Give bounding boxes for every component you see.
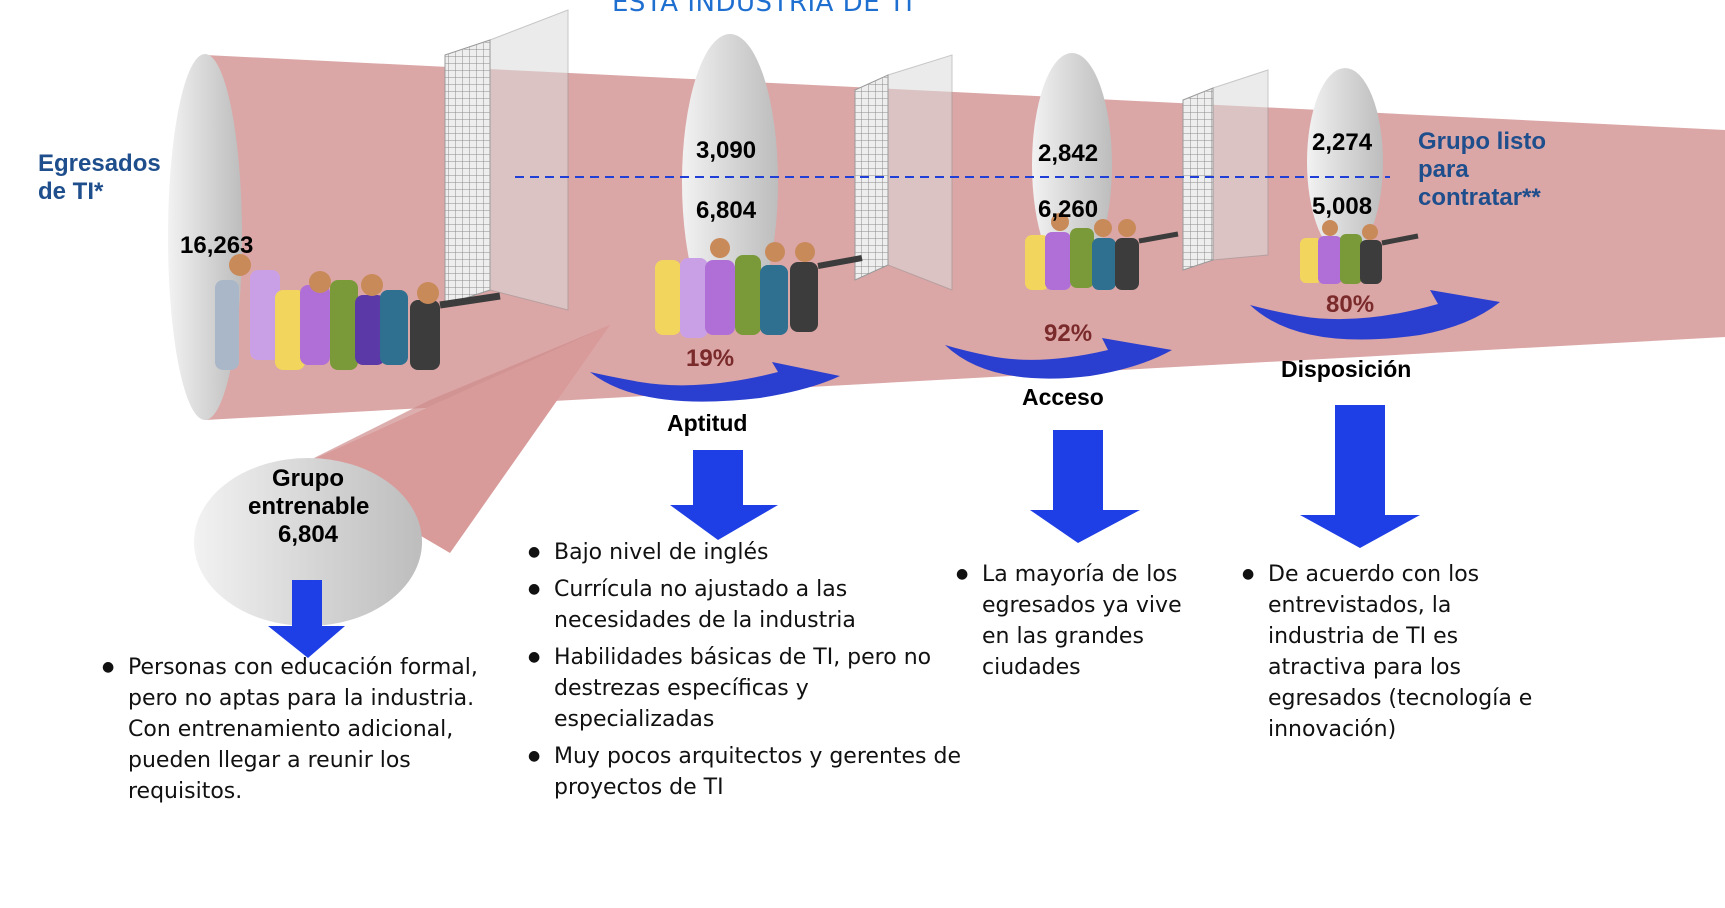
list-item: Bajo nivel de inglés [528, 537, 973, 568]
filter-wall-3 [1182, 69, 1269, 271]
stage-acceso-percent: 92% [1044, 320, 1093, 347]
stage-disposicion-bottom: 5,008 [1312, 193, 1373, 220]
people-group-1 [215, 254, 501, 370]
trainable-branch-dark [300, 325, 610, 465]
trainable-line2: entrenable [248, 493, 370, 520]
down-arrow-trainable [268, 580, 345, 658]
trainable-line1: Grupo [272, 465, 344, 492]
stage-acceso-top: 2,842 [1038, 140, 1099, 167]
down-arrow-aptitud [670, 450, 778, 540]
list-item: De acuerdo con los entrevistados, la ind… [1242, 559, 1542, 745]
list-item: Muy pocos arquitectos y gerentes de proy… [528, 741, 973, 803]
arc-arrow-acceso [945, 338, 1172, 379]
list-item: Habilidades básicas de TI, pero no destr… [528, 642, 973, 735]
list-item: Personas con educación formal, pero no a… [102, 652, 497, 807]
stage-aptitud-percent: 19% [686, 345, 735, 372]
ready-to-hire-label: Grupo listo para contratar** [1418, 128, 1546, 211]
filter-wall-1 [444, 9, 569, 311]
page-title: ESTA INDUSTRIA DE TI [612, 0, 914, 18]
stage-acceso-name: Acceso [1022, 384, 1104, 410]
stage-acceso-bottom: 6,260 [1038, 196, 1099, 223]
stage-disposicion-name: Disposición [1281, 356, 1412, 382]
list-item: Currícula no ajustado a las necesidades … [528, 574, 973, 636]
list-item: La mayoría de los egresados ya vive en l… [956, 559, 1211, 683]
trainable-value: 6,804 [277, 521, 339, 548]
trainable-notes: Personas con educación formal, pero no a… [102, 652, 497, 813]
down-arrow-disposicion [1300, 405, 1420, 548]
stage-aptitud-bottom: 6,804 [696, 197, 757, 224]
total-graduates: 16,263 [180, 232, 254, 259]
stage-disposicion-percent: 80% [1326, 291, 1375, 318]
people-group-3 [1025, 213, 1179, 290]
acceso-notes: La mayoría de los egresados ya vive en l… [956, 559, 1211, 689]
people-group-4 [1300, 220, 1419, 284]
down-arrow-acceso [1030, 430, 1140, 543]
people-group-2 [655, 238, 863, 338]
stage-ellipse-disposicion [1307, 68, 1383, 256]
aptitud-notes: Bajo nivel de inglés Currícula no ajusta… [528, 537, 973, 809]
arc-arrow-disposicion [1250, 290, 1500, 340]
arc-arrow-aptitud [590, 362, 840, 402]
disposicion-notes: De acuerdo con los entrevistados, la ind… [1242, 559, 1542, 751]
stage-disposicion-top: 2,274 [1312, 129, 1373, 156]
stage-aptitud-name: Aptitud [667, 410, 748, 436]
filter-wall-2 [854, 54, 953, 291]
stage-aptitud-top: 3,090 [696, 137, 757, 164]
graduates-label: Egresados de TI* [38, 150, 161, 205]
trainable-group-label: Grupo entrenable 6,804 [248, 465, 370, 549]
trainable-ellipse [194, 458, 422, 626]
